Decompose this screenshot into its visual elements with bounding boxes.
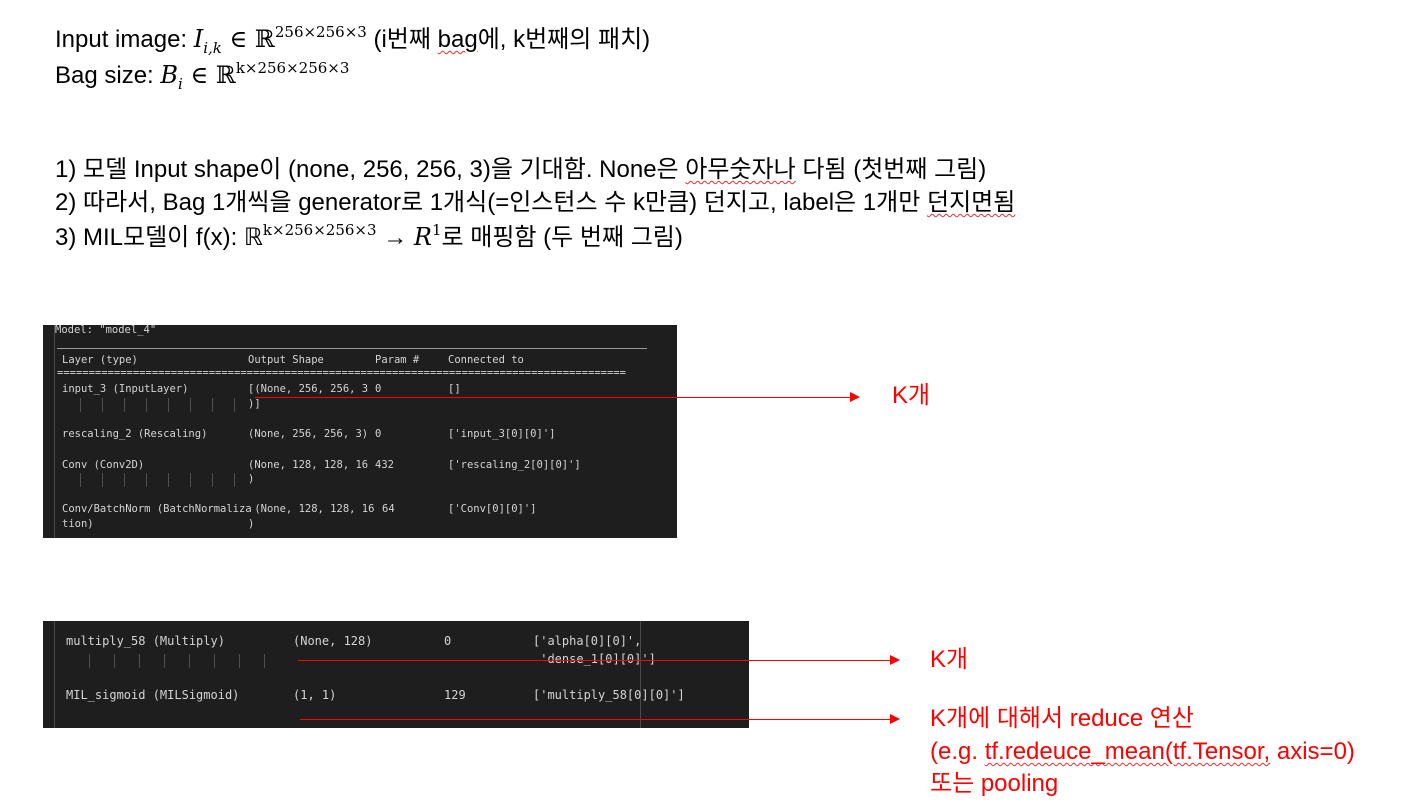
input-image-line: Input image: Ii,k ∈ ℝ256×256×3 (i번째 bag에… bbox=[55, 23, 651, 57]
table-cell-connected: ['input_3[0][0]'] bbox=[448, 428, 556, 440]
indent-tick bbox=[80, 473, 81, 487]
indent-tick bbox=[146, 398, 147, 412]
table-row: input_3 (InputLayer) bbox=[62, 383, 189, 395]
annotation-reduce-line2: (e.g. tf.redeuce_mean(tf.Tensor, axis=0) bbox=[930, 738, 1355, 765]
table-cell-connected: [] bbox=[448, 383, 461, 395]
indent-tick bbox=[102, 473, 103, 487]
indent-guide bbox=[54, 325, 55, 538]
table-cell-param: 0 bbox=[444, 634, 452, 648]
annotation-k-2: K개 bbox=[930, 646, 969, 673]
arrow-2-head bbox=[890, 655, 900, 665]
indent-tick bbox=[264, 654, 265, 668]
col-header-connected: Connected to bbox=[448, 354, 524, 366]
table-cell-connected: ['rescaling_2[0][0]'] bbox=[448, 459, 581, 471]
indent-tick bbox=[124, 473, 125, 487]
table-row: Conv/BatchNorm (BatchNormaliza bbox=[62, 503, 252, 515]
indent-tick bbox=[214, 654, 215, 668]
double-separator: ========================================… bbox=[57, 367, 626, 379]
table-cell-shape-cont: ) bbox=[248, 518, 255, 530]
arrow-3-line bbox=[300, 719, 890, 720]
indent-tick bbox=[164, 654, 165, 668]
table-cell-shape: [(None, 256, 256, 3 bbox=[248, 383, 369, 395]
step-3: 3) MIL모델이 f(x): ℝk×256×256×3 → R1로 매핑함 (… bbox=[55, 221, 683, 252]
indent-tick bbox=[190, 473, 191, 487]
indent-tick bbox=[124, 398, 125, 412]
step-1: 1) 모델 Input shape이 (none, 256, 256, 3)을 … bbox=[55, 156, 987, 183]
indent-tick bbox=[212, 473, 213, 487]
header-separator bbox=[57, 348, 647, 349]
indent-tick bbox=[190, 398, 191, 412]
indent-tick bbox=[234, 398, 235, 412]
indent-tick bbox=[239, 654, 240, 668]
indent-tick bbox=[102, 398, 103, 412]
arrow-1-line bbox=[255, 397, 850, 398]
indent-guide bbox=[54, 621, 55, 728]
table-cell-param: 0 bbox=[375, 383, 382, 395]
table-cell-connected: ['alpha[0][0]', bbox=[533, 634, 642, 648]
arrow-2-line bbox=[298, 660, 890, 661]
annotation-k-1: K개 bbox=[892, 382, 931, 409]
indent-tick bbox=[146, 473, 147, 487]
table-cell-connected-cont: 'dense_1[0][0]'] bbox=[533, 652, 656, 666]
table-cell-param: 432 bbox=[375, 459, 394, 471]
col-header-layer: Layer (type) bbox=[62, 354, 138, 366]
indent-tick bbox=[168, 473, 169, 487]
col-header-shape: Output Shape bbox=[248, 354, 324, 366]
indent-tick bbox=[168, 398, 169, 412]
indent-tick bbox=[114, 654, 115, 668]
arrow-1-head bbox=[850, 392, 860, 402]
table-cell-connected: ['multiply_58[0][0]'] bbox=[533, 688, 685, 702]
arrow-3-head bbox=[890, 714, 900, 724]
table-row: MIL_sigmoid (MILSigmoid) bbox=[66, 688, 240, 702]
indent-tick bbox=[80, 398, 81, 412]
indent-tick bbox=[139, 654, 140, 668]
table-cell-layer-cont: tion) bbox=[62, 518, 94, 530]
table-cell-shape-cont: )] bbox=[248, 398, 261, 410]
table-cell-shape: (None, 256, 256, 3) bbox=[248, 428, 369, 440]
table-cell-shape: (1, 1) bbox=[293, 688, 337, 702]
table-cell-connected: ['Conv[0][0]'] bbox=[448, 503, 537, 515]
table-row: Conv (Conv2D) bbox=[62, 459, 145, 471]
step-2: 2) 따라서, Bag 1개씩을 generator로 1개식(=인스턴스 수 … bbox=[55, 189, 1016, 216]
table-cell-param: 0 bbox=[375, 428, 382, 440]
model-title: Model: "model_4" bbox=[55, 324, 157, 336]
indent-tick bbox=[234, 473, 235, 487]
annotation-reduce-line3: 또는 pooling bbox=[930, 770, 1059, 797]
indent-tick bbox=[189, 654, 190, 668]
annotation-reduce-line1: K개에 대해서 reduce 연산 bbox=[930, 705, 1194, 732]
table-cell-shape: (None, 128, 128, 16 bbox=[248, 459, 369, 471]
indent-tick bbox=[89, 654, 90, 668]
bag-size-line: Bag size: Bi ∈ ℝk×256×256×3 bbox=[55, 59, 350, 93]
table-cell-param: 64 bbox=[382, 503, 395, 515]
table-row: rescaling_2 (Rescaling) bbox=[62, 428, 208, 440]
model-summary-panel: Model: "model_4" Layer (type) Output Sha… bbox=[43, 324, 677, 538]
table-cell-shape-cont: ) bbox=[248, 473, 255, 485]
indent-tick bbox=[212, 398, 213, 412]
table-cell-shape: (None, 128) bbox=[293, 634, 373, 648]
col-header-param: Param # bbox=[375, 354, 420, 366]
table-row: multiply_58 (Multiply) bbox=[66, 634, 225, 648]
model-summary-tail-panel: multiply_58 (Multiply) (None, 128) 0 ['a… bbox=[43, 621, 749, 728]
indent-guide bbox=[640, 621, 641, 728]
table-cell-shape: (None, 128, 128, 16 bbox=[248, 503, 375, 515]
table-cell-param: 129 bbox=[444, 688, 466, 702]
